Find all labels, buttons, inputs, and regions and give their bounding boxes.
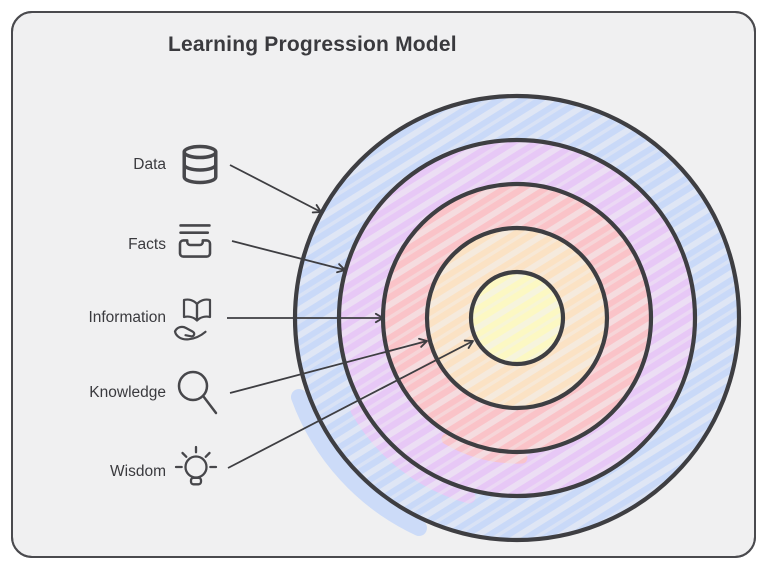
inbox-tray-icon <box>178 224 212 258</box>
magnifier-icon <box>177 370 218 415</box>
level-label-knowledge: Knowledge <box>89 384 166 401</box>
level-label-facts: Facts <box>128 236 166 253</box>
open-book-hand-icon <box>173 298 212 341</box>
canvas-border <box>11 11 756 558</box>
ring-outline-5 <box>468 269 566 367</box>
scribble-overflow-blue <box>291 389 427 536</box>
arrow-knowledge <box>229 337 428 394</box>
level-label-information: Information <box>88 309 166 326</box>
arrow-facts <box>231 240 346 274</box>
level-label-data: Data <box>133 156 166 173</box>
arrow-data <box>229 164 322 214</box>
lightbulb-icon <box>174 445 218 486</box>
ring-outline-4 <box>424 225 610 411</box>
arrow-wisdom <box>227 339 474 469</box>
database-icon <box>182 144 218 185</box>
diagram-title: Learning Progression Model <box>168 33 457 56</box>
scribble-texture-overlay <box>296 97 738 539</box>
level-label-wisdom: Wisdom <box>110 463 166 480</box>
